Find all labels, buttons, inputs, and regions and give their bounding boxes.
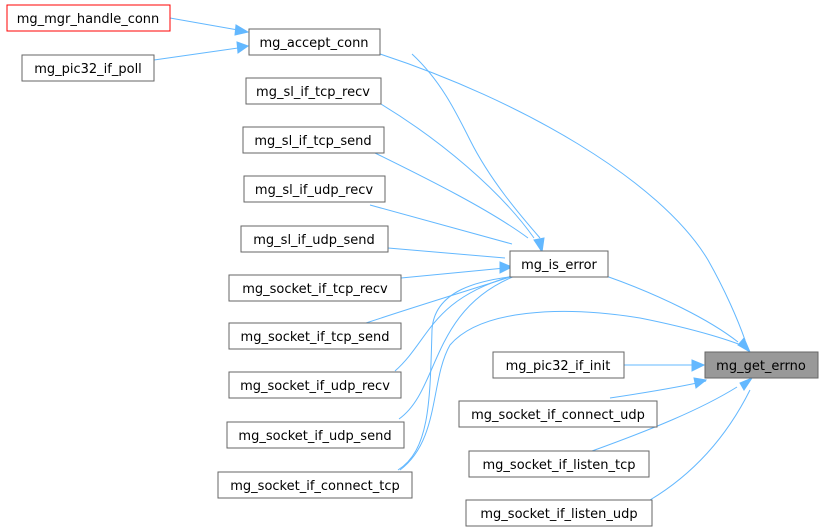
edge-mg_socket_if_tcp_recv-to-mg_is_error [400,267,506,279]
arrowhead-into-mg_is_error [499,261,514,274]
node-label-mg_sl_if_udp_send: mg_sl_if_udp_send [253,233,375,248]
edge-mg_is_error-to-mg_get_errno [605,275,739,343]
node-mg_mgr_handle_conn[interactable]: mg_mgr_handle_conn [6,4,171,32]
node-mg_socket_if_tcp_send[interactable]: mg_socket_if_tcp_send [228,322,402,350]
edge-mg_socket_if_udp_recv-to-mg_is_error [394,275,513,372]
node-mg_pic32_if_init[interactable]: mg_pic32_if_init [492,351,625,379]
arrowhead-into-mg_accept_conn-bottom [236,41,250,54]
node-mg_sl_if_tcp_recv[interactable]: mg_sl_if_tcp_recv [245,77,382,105]
arrowhead-into-mg_accept_conn-top [234,24,250,36]
edge-mg_socket_if_connect_tcp-to-mg_is_error [397,275,518,471]
edge-mg_socket_if_listen_udp-to-mg_get_errno [649,389,751,501]
node-label-mg_pic32_if_init: mg_pic32_if_init [506,359,611,374]
node-label-mg_sl_if_udp_recv: mg_sl_if_udp_recv [255,183,373,198]
edge-mg_sl_if_tcp_send-to-mg_is_error [374,152,529,239]
node-label-mg_socket_if_listen_tcp: mg_socket_if_listen_tcp [483,458,636,473]
node-mg_accept_conn[interactable]: mg_accept_conn [248,28,381,56]
node-mg_socket_if_udp_send[interactable]: mg_socket_if_udp_send [226,421,405,449]
arrowhead-into-mg_get_errno-left [691,359,706,372]
node-label-mg_socket_if_udp_recv: mg_socket_if_udp_recv [240,379,390,394]
node-label-mg_socket_if_udp_send: mg_socket_if_udp_send [238,429,391,444]
node-mg_socket_if_tcp_recv[interactable]: mg_socket_if_tcp_recv [228,274,402,302]
node-label-mg_socket_if_tcp_recv: mg_socket_if_tcp_recv [242,282,388,297]
node-label-mg_accept_conn: mg_accept_conn [259,36,368,51]
edge-mg_sl_if_tcp_recv-to-mg_is_error [380,103,535,239]
node-mg_socket_if_udp_recv[interactable]: mg_socket_if_udp_recv [228,371,402,399]
arrowhead-into-mg_get_errno-top [737,337,752,354]
node-mg_sl_if_udp_recv[interactable]: mg_sl_if_udp_recv [243,175,386,203]
edge-mg_accept_conn-to-mg_get_errno [379,53,746,341]
node-label-mg_mgr_handle_conn: mg_mgr_handle_conn [17,12,160,27]
node-mg_socket_if_listen_tcp[interactable]: mg_socket_if_listen_tcp [468,450,650,478]
node-label-mg_sl_if_tcp_send: mg_sl_if_tcp_send [254,134,371,149]
node-layer: mg_mgr_handle_conn mg_pic32_if_poll mg_a… [6,4,819,527]
node-label-mg_socket_if_connect_tcp: mg_socket_if_connect_tcp [230,479,399,494]
edge-mg_sl_if_udp_send-to-mg_is_error [387,247,506,259]
node-mg_socket_if_connect_tcp[interactable]: mg_socket_if_connect_tcp [217,471,413,499]
node-mg_get_errno[interactable]: mg_get_errno [704,351,819,379]
edge-mg_sl_if_udp_recv-to-mg_is_error [369,204,513,245]
node-label-mg_socket_if_listen_udp: mg_socket_if_listen_udp [480,507,637,522]
node-label-mg_get_errno: mg_get_errno [716,359,806,374]
node-mg_socket_if_connect_udp[interactable]: mg_socket_if_connect_udp [458,400,658,428]
edge-mg_socket_if_udp_send-to-mg_is_error [398,275,516,420]
edge-mg_socket_if_connect_udp-to-mg_get_errno [609,380,707,399]
edge-mg_socket_if_listen_tcp-to-mg_get_errno [591,386,738,452]
arrowhead-into-mg_get_errno-bottom [739,376,754,391]
edge-layer [153,17,754,501]
edge-mg_accept_conn-to-mg_is_error [411,53,541,239]
node-mg_pic32_if_poll[interactable]: mg_pic32_if_poll [21,54,155,82]
arrowhead-into-mg_is_error-top [533,237,545,254]
node-label-mg_sl_if_tcp_recv: mg_sl_if_tcp_recv [256,85,370,100]
node-label-mg_is_error: mg_is_error [521,258,597,273]
node-mg_socket_if_listen_udp[interactable]: mg_socket_if_listen_udp [465,499,653,527]
node-label-mg_socket_if_connect_udp: mg_socket_if_connect_udp [471,408,645,423]
node-label-mg_pic32_if_poll: mg_pic32_if_poll [34,62,142,77]
node-label-mg_socket_if_tcp_send: mg_socket_if_tcp_send [241,330,390,345]
node-mg_sl_if_udp_send[interactable]: mg_sl_if_udp_send [240,225,389,253]
node-mg_is_error[interactable]: mg_is_error [509,250,609,278]
edge-mg_socket_if_connect_tcp-to-mg_get_errno [399,310,749,471]
node-mg_sl_if_tcp_send[interactable]: mg_sl_if_tcp_send [242,126,385,154]
edge-mg_mgr_handle_conn-to-mg_accept_conn [169,17,239,31]
arrowhead-into-mg_get_errno-lower-left [693,377,708,389]
edge-mg_pic32_if_poll-to-mg_accept_conn [153,47,239,61]
